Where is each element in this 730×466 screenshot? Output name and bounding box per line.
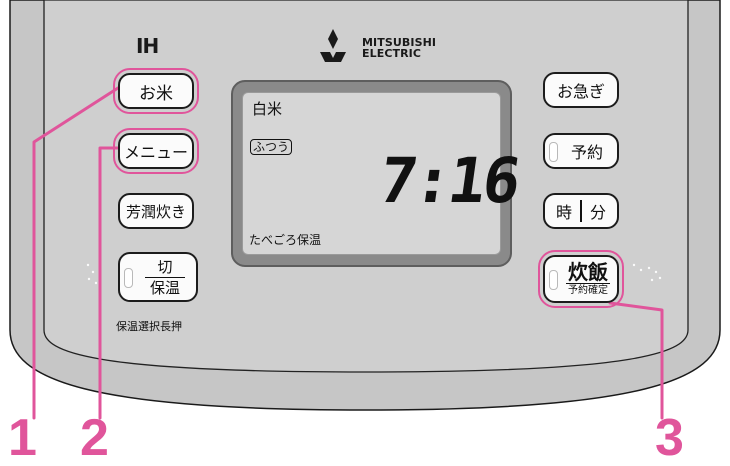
- callout-line-2: [98, 146, 120, 420]
- lcd-cook-mode: ふつう: [250, 139, 293, 155]
- aroma-cook-button[interactable]: 芳潤炊き: [118, 193, 194, 229]
- mitsubishi-emblem-icon: [320, 29, 346, 62]
- callout-number-2: 2: [80, 409, 109, 466]
- callout-line-3: [608, 301, 664, 420]
- minute-label: 分: [590, 203, 607, 222]
- cook-label: 炊飯: [566, 260, 610, 284]
- lcd-rice-type: 白米: [252, 100, 283, 118]
- hour-minute-button[interactable]: 時 分: [543, 193, 619, 229]
- callout-number-3: 3: [655, 409, 684, 466]
- ih-logo: IH: [136, 34, 159, 58]
- confirm-reserve-label: 予約確定: [568, 285, 608, 296]
- rice-type-button[interactable]: お米: [113, 68, 199, 114]
- off-label: 切: [157, 257, 173, 276]
- callout-number-1: 1: [8, 409, 37, 466]
- keep-warm-hold-caption: 保温選択長押: [116, 320, 182, 333]
- maker-line-1: MITSUBISHI: [362, 36, 437, 49]
- reserve-led-icon: [549, 142, 558, 162]
- hour-label: 時: [555, 203, 572, 222]
- menu-button[interactable]: メニュー: [113, 128, 199, 174]
- keep-warm-led-icon: [124, 268, 133, 288]
- maker-line-2: ELECTRIC: [362, 47, 422, 60]
- callout-line-1: [32, 86, 120, 420]
- hour-minute-divider: [580, 200, 582, 222]
- label-divider: [145, 276, 185, 278]
- lcd-time-readout: 7:16: [374, 144, 523, 217]
- lcd-screen: [242, 92, 501, 255]
- cook-led-icon: [549, 270, 558, 290]
- maker-logo-text: MITSUBISHI ELECTRIC: [362, 37, 436, 59]
- quick-cook-button[interactable]: お急ぎ: [543, 72, 619, 108]
- keep-warm-label: 保温: [149, 278, 180, 297]
- lcd-keep-warm-note: たべごろ保温: [249, 233, 322, 247]
